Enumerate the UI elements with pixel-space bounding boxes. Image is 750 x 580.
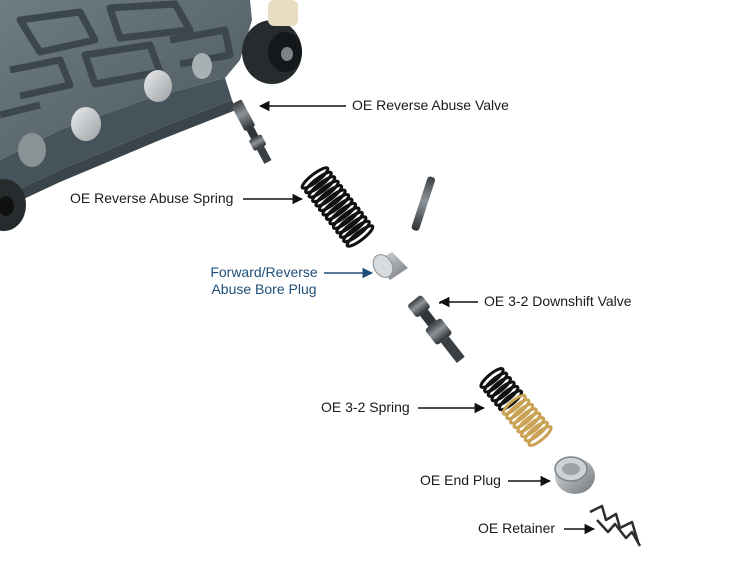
spring-3-2-part: [479, 367, 553, 447]
coil-turn: [527, 425, 553, 447]
end-plug-part: [554, 456, 595, 494]
pin-part: [411, 176, 436, 231]
label-retainer: OE Retainer: [478, 520, 556, 536]
coil-turn: [479, 367, 505, 389]
downshift-valve-part: [408, 295, 465, 363]
leader-arrows: [243, 100, 596, 535]
coil-turn: [501, 393, 527, 416]
coil-turn: [494, 384, 520, 407]
label-bore-plug-line1: Forward/Reverse: [210, 264, 318, 280]
coil-turn: [307, 175, 337, 199]
coil-turn: [486, 375, 512, 398]
reverse-abuse-valve-part: [231, 99, 272, 164]
label-downshift-valve: OE 3-2 Downshift Valve: [484, 293, 632, 309]
coil-turn: [314, 183, 344, 208]
coil-turn: [300, 166, 330, 190]
coil-turn: [520, 416, 546, 439]
label-reverse-abuse-valve: OE Reverse Abuse Valve: [352, 97, 509, 113]
coil-turn: [338, 215, 368, 239]
coil-turn: [324, 197, 354, 222]
coil-turn: [497, 389, 524, 412]
coil-turn: [331, 206, 361, 231]
coil-turn: [345, 224, 375, 248]
label-3-2-spring: OE 3-2 Spring: [321, 399, 410, 415]
coil-turn: [335, 210, 364, 235]
coil-turn: [328, 201, 358, 226]
coil-turn: [523, 420, 549, 443]
reverse-abuse-spring-part: [300, 166, 375, 248]
coil-turn: [516, 411, 542, 434]
coil-turn: [508, 402, 535, 425]
coil-turn: [311, 179, 340, 204]
coil-turn: [483, 371, 509, 394]
coil-turn: [317, 188, 347, 213]
bore-plug-part: [372, 252, 408, 280]
coil-turn: [490, 380, 516, 403]
label-end-plug: OE End Plug: [420, 472, 501, 488]
coil-turn: [321, 192, 351, 217]
label-bore-plug: Forward/Reverse Abuse Bore Plug: [204, 264, 324, 298]
label-reverse-abuse-spring: OE Reverse Abuse Spring: [70, 190, 234, 206]
valve-body-casting: [0, 0, 302, 231]
label-bore-plug-line2: Abuse Bore Plug: [211, 281, 317, 297]
retainer-part: [589, 504, 642, 547]
coil-turn: [342, 219, 371, 244]
coil-turn: [512, 407, 538, 430]
coil-turn: [505, 398, 531, 421]
coil-turn: [304, 170, 333, 195]
